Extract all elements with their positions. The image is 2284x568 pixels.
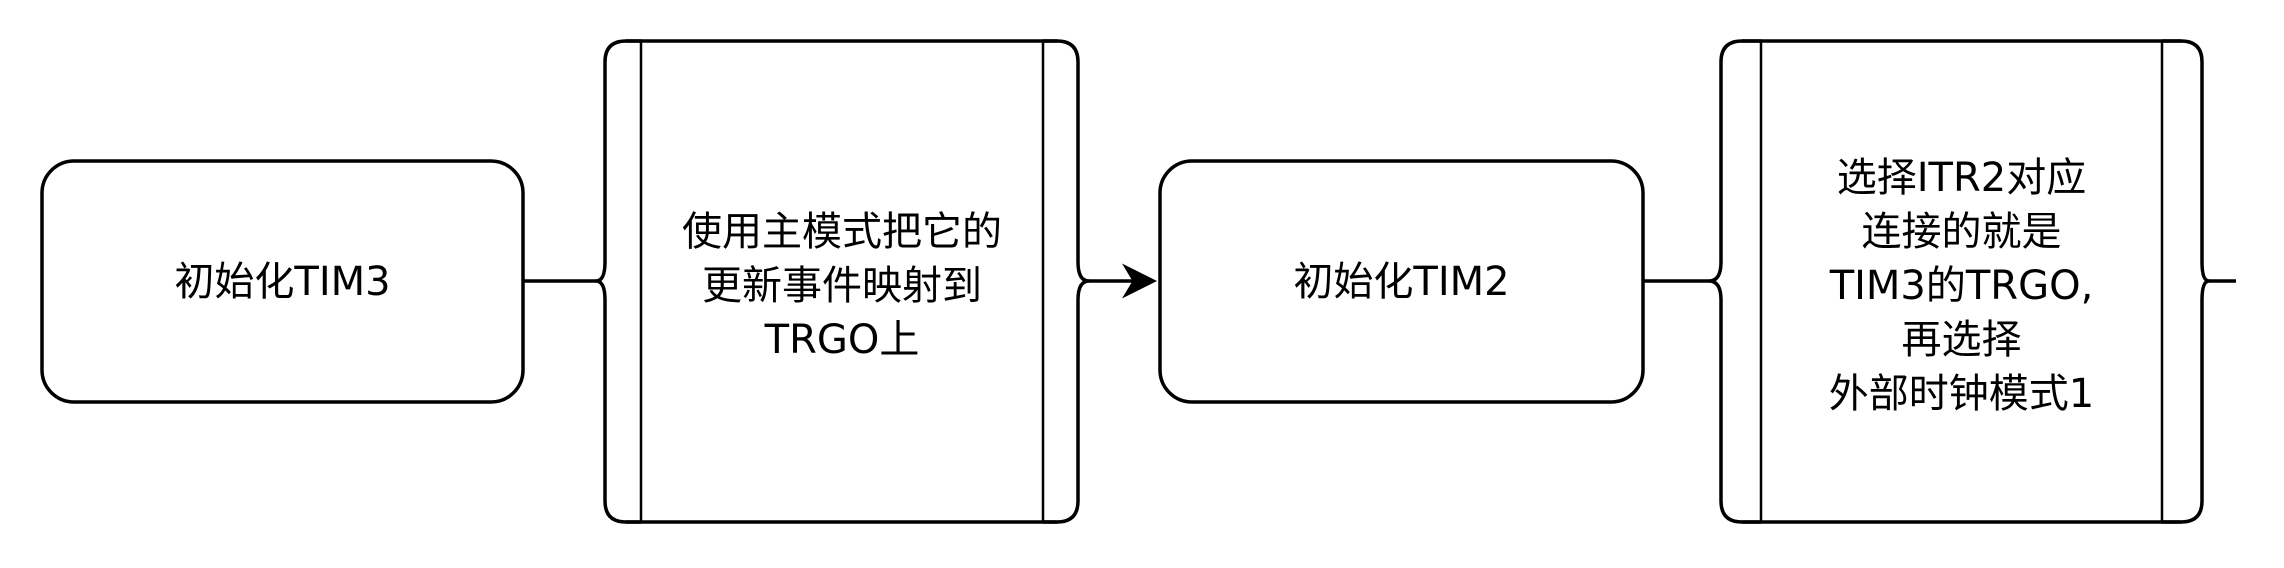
master-mode-process[interactable] [594,39,1091,524]
select-itr2-line-5: 外部时钟模式1 [1828,371,2095,417]
init-tim3-label: 初始化TIM3 [42,161,523,402]
init-tim2-text: 初始化TIM2 [1293,258,1510,305]
master-mode-line-1: 使用主模式把它的 [682,209,1002,255]
init-tim3-text: 初始化TIM3 [174,258,391,305]
select-itr2-line-3: TIM3的TRGO, [1829,263,2094,309]
init-tim2-label: 初始化TIM2 [1160,161,1643,402]
master-mode-line-2: 更新事件映射到 [702,263,982,309]
select-itr2-label: 选择ITR2对应 连接的就是 TIM3的TRGO, 再选择 外部时钟模式1 [1761,41,2162,531]
select-itr2-line-4: 再选择 [1901,317,2022,363]
select-itr2-line-2: 连接的就是 [1861,209,2062,255]
select-itr2-line-1: 选择ITR2对应 [1836,155,2087,201]
master-mode-label: 使用主模式把它的 更新事件映射到 TRGO上 [641,41,1043,531]
master-mode-line-3: TRGO上 [764,317,920,363]
